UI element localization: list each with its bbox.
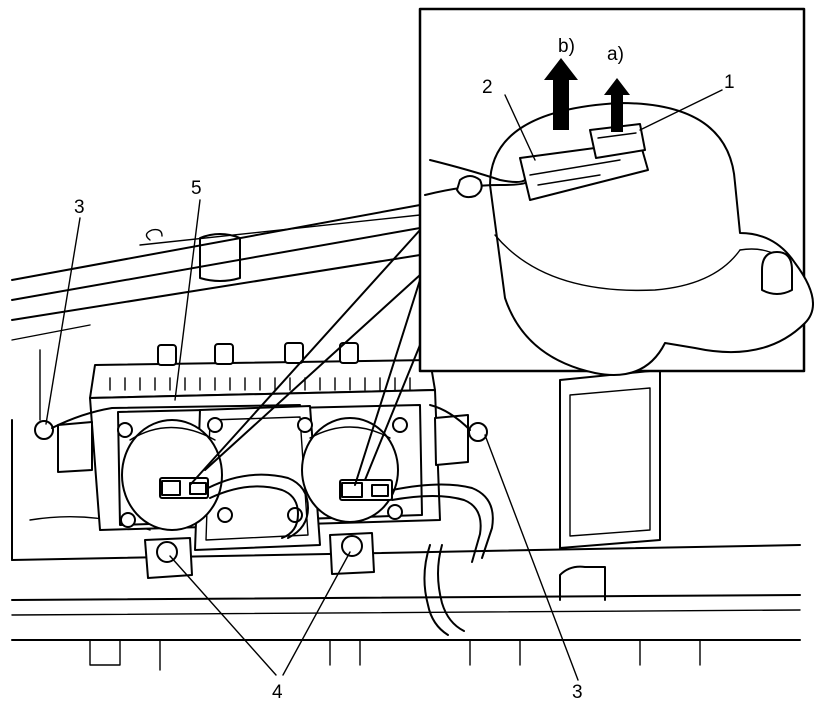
zoom-lines [189,229,421,486]
inset-connector-lock [589,123,646,159]
motor-left [117,417,233,531]
connector-left [159,477,209,499]
leader-lines [45,89,723,681]
detail-inset [418,7,814,376]
bolt-left [34,404,301,440]
callout-4: 4 [272,682,283,703]
connector-right [339,479,393,501]
arrow-b-up [544,58,578,130]
bolt-right [429,404,488,442]
arrow-a-up [604,78,630,132]
bolt-bottom-right [329,532,375,575]
arrow-a-label: a) [607,44,624,65]
arrow-b-label: b) [558,36,575,57]
control-unit-housing [57,342,469,551]
wiring-harness [207,473,494,636]
vehicle-frame [11,204,801,671]
callout-2: 2 [482,77,493,98]
callout-5: 5 [191,178,202,199]
callout-1: 1 [724,72,735,93]
callout-3-right: 3 [572,682,583,703]
callout-3-left: 3 [74,197,85,218]
